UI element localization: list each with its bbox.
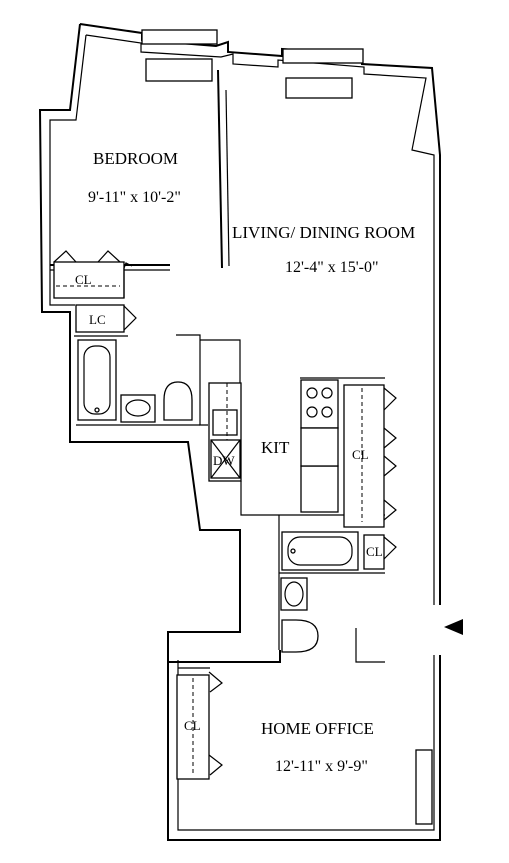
toilet-1 (163, 381, 193, 421)
bath-closet-label: CL (366, 544, 383, 559)
range (300, 379, 339, 429)
kitchen-sink (212, 409, 238, 436)
toilet-2 (281, 619, 319, 653)
window-sill-living (285, 77, 353, 99)
kitchen-closet (343, 384, 385, 528)
kitchen-label: KIT (261, 438, 290, 457)
bedroom-closet (53, 250, 133, 299)
office-closet (176, 671, 223, 780)
bedroom-dimensions: 9'-11" x 10'-2" (88, 189, 181, 206)
refrigerator (300, 465, 339, 513)
window-office (415, 749, 433, 825)
bedroom-closet-label: CL (75, 272, 92, 287)
bathroom-1 (77, 339, 193, 423)
kitchen-closet-label: CL (352, 447, 369, 462)
bedroom-label: BEDROOM (93, 149, 178, 168)
windows (141, 29, 433, 825)
dishwasher-label: DW (213, 453, 235, 468)
office-closet-label: CL (184, 718, 201, 733)
entry-arrow-icon (444, 619, 463, 635)
linen-closet (75, 304, 125, 333)
living-room-label: LIVING/ DINING ROOM (232, 223, 415, 242)
home-office-label: HOME OFFICE (261, 719, 374, 738)
linen-closet-label: LC (89, 312, 106, 327)
window-bedroom (141, 29, 218, 45)
living-room-dimensions: 12'-4" x 15'-0" (285, 259, 378, 276)
kitchen (210, 377, 397, 528)
linen-closet-door (123, 305, 137, 331)
window-living (282, 48, 364, 64)
bathroom-2 (280, 531, 397, 653)
window-sill-bedroom (145, 58, 213, 82)
home-office-dimensions: 12'-11" x 9'-9" (275, 758, 368, 775)
bath-closet (363, 534, 385, 570)
